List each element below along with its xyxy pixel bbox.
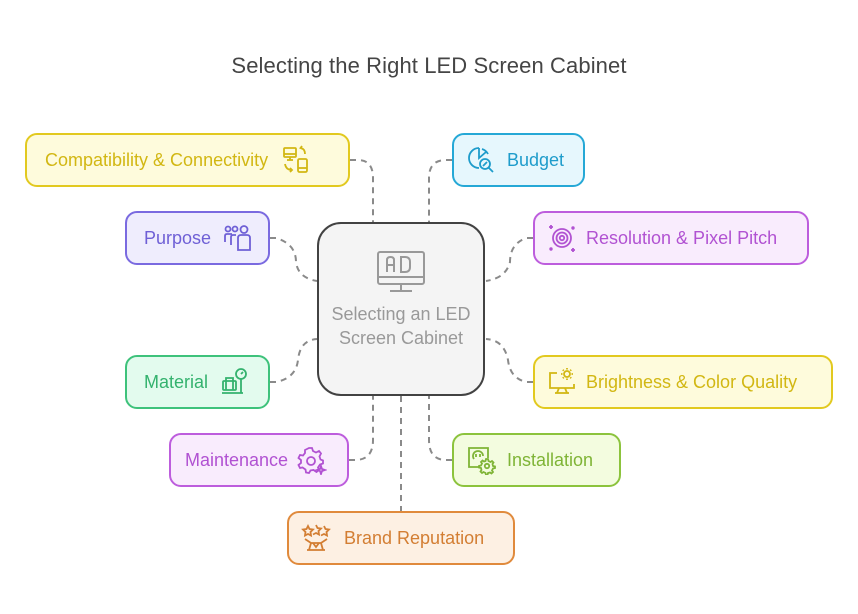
node-label: Resolution & Pixel Pitch (586, 227, 778, 248)
node-compatibility[interactable]: Compatibility & Connectivity (25, 133, 350, 187)
node-brightness[interactable]: Brightness & Color Quality (533, 355, 833, 409)
diagram-title: Selecting the Right LED Screen Cabinet (231, 53, 627, 78)
node-material[interactable]: Material (125, 355, 270, 409)
node-label: Material (144, 371, 209, 392)
node-label: Brightness & Color Quality (586, 371, 798, 392)
central-topic-label: Selecting an LED Screen Cabinet (331, 304, 471, 348)
devices-sync-icon (280, 144, 312, 176)
node-label: Maintenance (185, 449, 289, 470)
node-resolution[interactable]: Resolution & Pixel Pitch (533, 211, 809, 265)
node-label: Installation (507, 449, 594, 470)
luggage-scale-icon (218, 366, 250, 398)
stars-hands-icon (300, 522, 332, 554)
group-people-icon (221, 222, 253, 254)
connector-brightness (485, 338, 533, 383)
connector-purpose (270, 237, 318, 282)
pie-chart-search-icon (465, 144, 497, 176)
connector-material (270, 338, 318, 383)
monitor-ad-icon (377, 251, 425, 292)
node-label: Compatibility & Connectivity (45, 149, 269, 170)
connector-installation (428, 396, 452, 461)
node-budget[interactable]: Budget (452, 133, 585, 187)
node-label: Brand Reputation (344, 527, 485, 548)
central-topic[interactable]: Selecting an LED Screen Cabinet (317, 222, 485, 396)
connector-compatibility (350, 159, 374, 222)
connector-budget (428, 159, 452, 222)
node-label: Budget (507, 149, 565, 170)
node-installation[interactable]: Installation (452, 433, 621, 487)
connector-resolution (485, 237, 533, 282)
node-maintenance[interactable]: Maintenance (169, 433, 349, 487)
target-sparkle-icon (546, 222, 578, 254)
monitor-sun-icon (546, 366, 578, 398)
node-purpose[interactable]: Purpose (125, 211, 270, 265)
plug-gear-icon (465, 444, 497, 476)
node-label: Purpose (144, 227, 212, 248)
connector-maintenance (349, 396, 374, 461)
node-brand[interactable]: Brand Reputation (287, 511, 515, 565)
gear-sparkle-icon (296, 444, 328, 476)
